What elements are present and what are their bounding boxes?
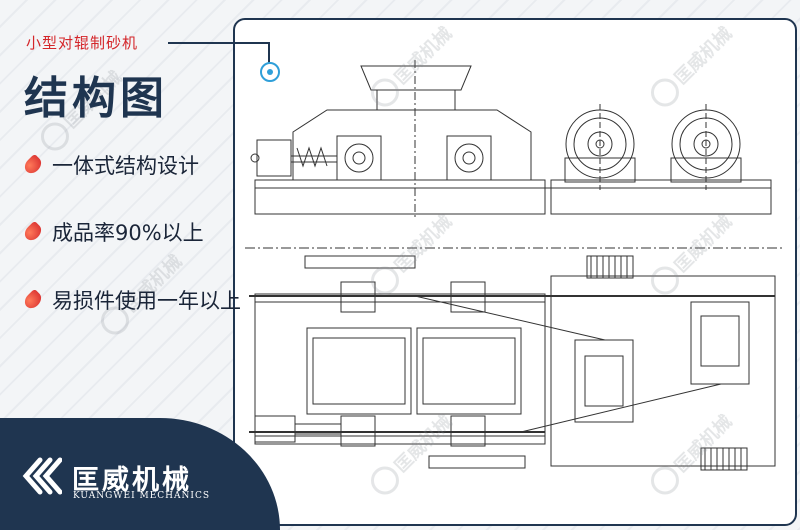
feature-item: 易损件使用一年以上 [21,285,241,315]
brand-english-name: KUANGWEI MECHANICS [73,491,211,501]
brand-logo-icon [22,457,62,495]
pin-dot [267,69,273,75]
pin-marker-icon [260,62,280,82]
bullet-icon [21,153,45,177]
brand-name: 匡威机械 [72,465,192,496]
bullet-icon [21,220,45,244]
subtitle-leader-line [168,42,268,44]
bullet-icon [21,288,45,312]
page-title: 结构图 [24,73,168,124]
page-subtitle: 小型对辊制砂机 [26,34,139,52]
structure-drawing [245,60,785,471]
subtitle-leader-line-vertical [268,42,270,64]
feature-item: 一体式结构设计 [21,150,199,180]
side-elevation [250,60,772,218]
plan-view [245,247,785,471]
feature-item: 成品率90%以上 [21,217,204,247]
drawing-card [233,18,797,526]
